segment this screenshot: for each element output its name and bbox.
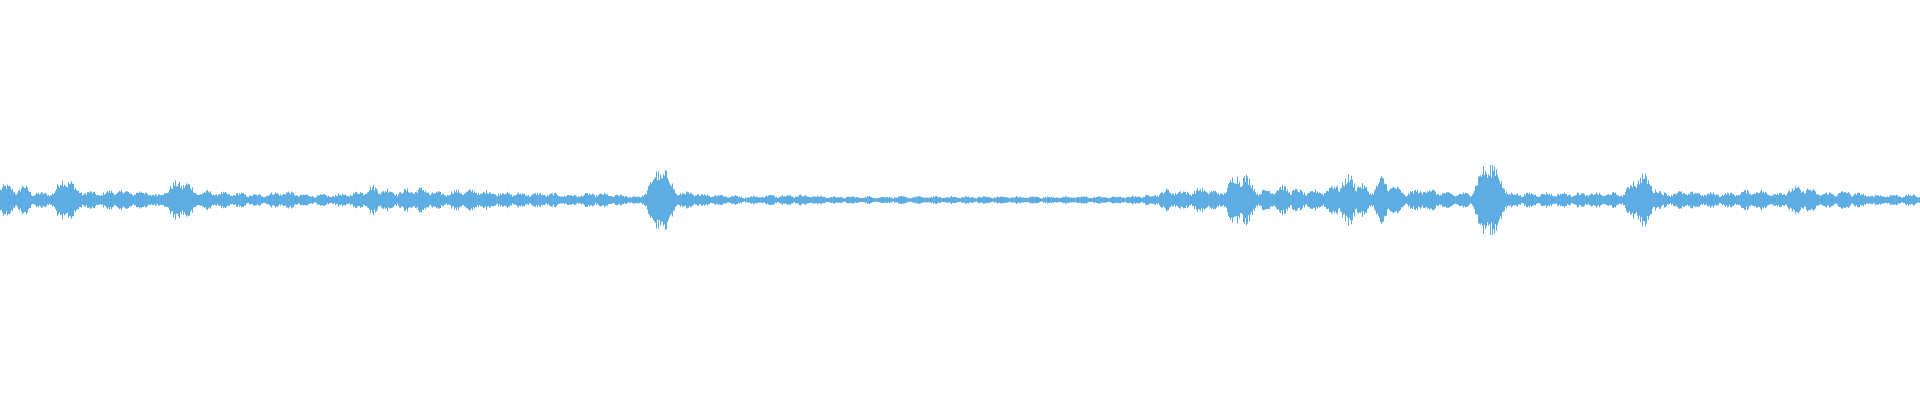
waveform-bars (0, 164, 1920, 236)
waveform-trace (0, 164, 1920, 236)
